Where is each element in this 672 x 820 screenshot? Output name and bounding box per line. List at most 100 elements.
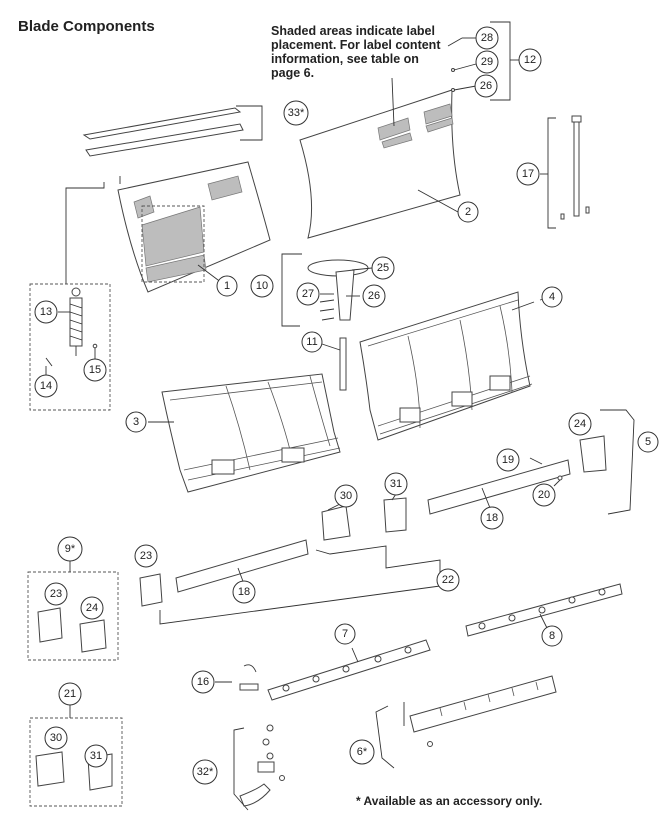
svg-text:31: 31 bbox=[390, 478, 402, 490]
callout-20: 20 bbox=[532, 483, 556, 507]
part-22-left-edge-kit bbox=[139, 497, 441, 625]
callout-17: 17 bbox=[516, 162, 540, 186]
callout-19: 19 bbox=[496, 448, 520, 472]
callout-11: 11 bbox=[301, 331, 323, 353]
svg-text:25: 25 bbox=[377, 262, 389, 274]
callout-30-a: 30 bbox=[334, 484, 358, 508]
callout-27: 27 bbox=[296, 282, 320, 306]
part-17-rod bbox=[540, 115, 590, 229]
svg-text:24: 24 bbox=[574, 418, 586, 430]
callout-25: 25 bbox=[371, 256, 395, 280]
callout-14: 14 bbox=[34, 374, 58, 398]
svg-text:24: 24 bbox=[86, 602, 98, 614]
part-33-strips bbox=[82, 105, 263, 157]
svg-text:2: 2 bbox=[465, 206, 471, 218]
svg-text:5: 5 bbox=[645, 436, 651, 448]
callout-26-b: 26 bbox=[474, 74, 498, 98]
part-6-cutting-edge bbox=[375, 675, 557, 769]
callout-33: 33* bbox=[283, 100, 309, 126]
svg-text:7: 7 bbox=[342, 628, 348, 640]
svg-text:6*: 6* bbox=[357, 746, 368, 758]
part-8-strip bbox=[465, 583, 623, 637]
svg-text:23: 23 bbox=[50, 588, 62, 600]
callout-26-a: 26 bbox=[362, 284, 386, 308]
callout-2: 2 bbox=[457, 201, 479, 223]
callout-24-b: 24 bbox=[80, 596, 104, 620]
part-5-right-edge-kit bbox=[427, 409, 635, 515]
callout-4: 4 bbox=[541, 286, 563, 308]
svg-text:32*: 32* bbox=[197, 766, 214, 778]
svg-text:30: 30 bbox=[340, 490, 352, 502]
callout-24-a: 24 bbox=[568, 412, 592, 436]
svg-text:21: 21 bbox=[64, 688, 76, 700]
svg-text:1: 1 bbox=[224, 280, 230, 292]
callout-6: 6* bbox=[349, 739, 375, 765]
callout-29: 29 bbox=[475, 50, 499, 74]
svg-text:4: 4 bbox=[549, 291, 555, 303]
svg-text:13: 13 bbox=[40, 306, 52, 318]
callout-31-a: 31 bbox=[384, 472, 408, 496]
svg-text:9*: 9* bbox=[65, 543, 76, 555]
svg-text:26: 26 bbox=[480, 80, 492, 92]
callout-8: 8 bbox=[541, 625, 563, 647]
svg-text:30: 30 bbox=[50, 732, 62, 744]
callout-1: 1 bbox=[216, 275, 238, 297]
svg-text:12: 12 bbox=[524, 54, 536, 66]
svg-text:14: 14 bbox=[40, 380, 52, 392]
callout-9: 9* bbox=[57, 536, 83, 562]
svg-text:8: 8 bbox=[549, 630, 555, 642]
svg-text:11: 11 bbox=[306, 336, 317, 348]
callout-28: 28 bbox=[475, 26, 499, 50]
callout-31-b: 31 bbox=[84, 744, 108, 768]
part-10-bracket bbox=[281, 253, 369, 327]
svg-text:15: 15 bbox=[89, 364, 101, 376]
callout-30-b: 30 bbox=[44, 726, 68, 750]
svg-text:18: 18 bbox=[238, 586, 250, 598]
svg-text:10: 10 bbox=[256, 280, 268, 292]
callout-7: 7 bbox=[334, 623, 356, 645]
svg-text:16: 16 bbox=[197, 676, 209, 688]
callout-12: 12 bbox=[518, 48, 542, 72]
svg-text:28: 28 bbox=[481, 32, 493, 44]
callout-5: 5 bbox=[637, 431, 659, 453]
callout-3: 3 bbox=[125, 411, 147, 433]
callout-18-left: 18 bbox=[232, 580, 256, 604]
svg-text:31: 31 bbox=[90, 750, 102, 762]
part-11-pin bbox=[339, 337, 347, 391]
part-16-pin bbox=[215, 664, 259, 691]
svg-text:20: 20 bbox=[538, 489, 550, 501]
part-1-moldboard bbox=[65, 161, 271, 293]
callout-23-a: 23 bbox=[134, 544, 158, 568]
svg-text:18: 18 bbox=[486, 512, 498, 524]
callout-21: 21 bbox=[58, 682, 82, 706]
leader-lines bbox=[45, 37, 561, 511]
callout-23-b: 23 bbox=[44, 582, 68, 606]
callout-32: 32* bbox=[192, 759, 218, 785]
label-placement-note: Shaded areas indicate label placement. F… bbox=[271, 24, 441, 80]
svg-text:29: 29 bbox=[481, 56, 493, 68]
svg-text:26: 26 bbox=[368, 290, 380, 302]
svg-text:33*: 33* bbox=[288, 107, 305, 119]
callout-15: 15 bbox=[83, 358, 107, 382]
callout-22: 22 bbox=[436, 568, 460, 592]
svg-text:27: 27 bbox=[302, 288, 314, 300]
svg-text:17: 17 bbox=[522, 168, 534, 180]
part-7-strip bbox=[267, 639, 431, 701]
accessory-footnote: * Available as an accessory only. bbox=[356, 794, 543, 808]
svg-text:19: 19 bbox=[502, 454, 514, 466]
part-4-frame bbox=[359, 291, 535, 441]
callout-18-right: 18 bbox=[480, 506, 504, 530]
svg-text:3: 3 bbox=[133, 416, 139, 428]
callout-16: 16 bbox=[191, 670, 215, 694]
part-2-moldboard bbox=[299, 77, 461, 239]
spring-kit-group bbox=[29, 283, 111, 411]
part-3-frame bbox=[161, 373, 341, 493]
part-9-kit bbox=[27, 558, 119, 661]
svg-text:23: 23 bbox=[140, 550, 152, 562]
callout-13: 13 bbox=[34, 300, 58, 324]
page-title: Blade Components bbox=[18, 18, 155, 35]
callout-10: 10 bbox=[250, 274, 274, 298]
part-32-hardware bbox=[233, 724, 285, 811]
part-21-kit bbox=[29, 704, 123, 807]
